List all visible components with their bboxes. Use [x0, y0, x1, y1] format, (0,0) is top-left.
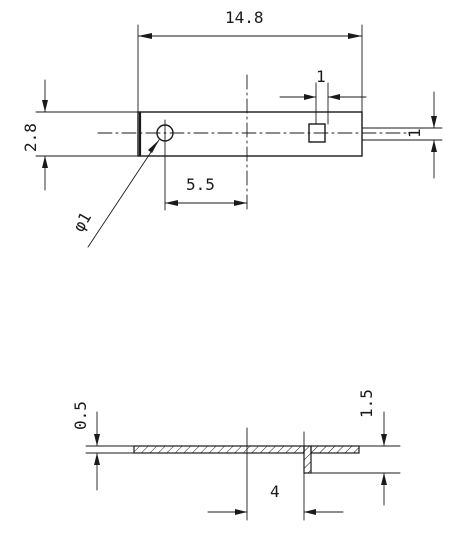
dim-label-total-length: 14.8: [225, 8, 264, 27]
part-outline-top: [137, 111, 363, 157]
dimension-slot-height: 1: [361, 91, 443, 179]
dim-label-thickness-top: 2.8: [21, 123, 40, 152]
slot: [308, 123, 326, 143]
dim-label-step-height: 1.5: [357, 389, 376, 418]
dim-label-sheet-thickness: 0.5: [71, 401, 90, 430]
section-profile: [133, 445, 360, 474]
dimension-step-height: 1.5: [357, 389, 387, 506]
dimension-step-offset: 4: [207, 482, 344, 515]
top-view: 14.8 1 1: [21, 8, 443, 248]
dim-label-slot-width: 1: [316, 67, 326, 86]
dimension-sheet-thickness: 0.5: [71, 401, 100, 491]
side-view: 0.5 1.5 4: [71, 389, 401, 521]
dimension-hole-offset: 5.5: [164, 175, 248, 206]
dim-label-slot-height: 1: [405, 128, 424, 138]
dim-label-hole-offset: 5.5: [186, 175, 215, 194]
dimension-slot-width: 1: [279, 67, 367, 100]
dimension-total-length: 14.8: [137, 8, 363, 39]
dimension-thickness-top: 2.8: [21, 79, 139, 191]
dim-label-hole-diameter: φ1: [69, 209, 95, 235]
dim-label-step-offset: 4: [270, 482, 280, 501]
